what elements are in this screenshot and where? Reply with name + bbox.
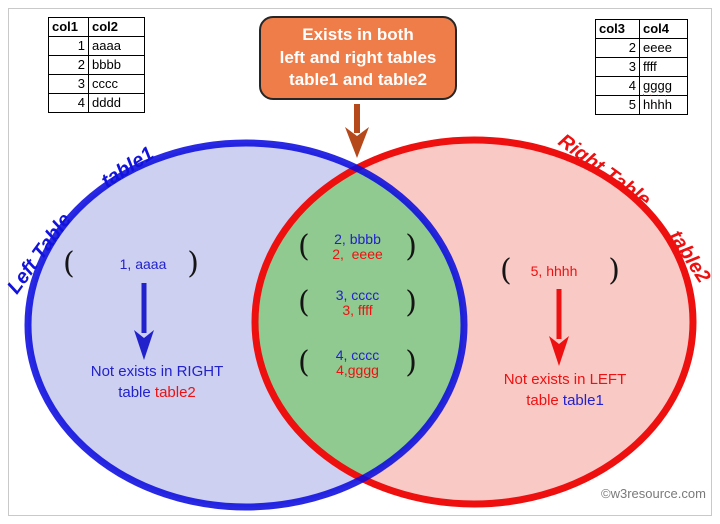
note-line: Not exists in LEFT	[503, 371, 627, 388]
watermark: ©w3resource.com	[601, 486, 706, 501]
callout-line: left and right tables	[279, 47, 437, 67]
left-circle-stroke	[24, 139, 468, 511]
open-paren: (	[63, 246, 75, 281]
close-paren: )	[405, 229, 417, 264]
table-row: 2 bbbb	[48, 55, 145, 75]
close-paren: )	[405, 285, 417, 320]
right-only-tuple: ( 5, hhhh )	[500, 256, 620, 286]
right-circle-stroke	[251, 136, 697, 508]
right-only-note: Not exists in LEFT table table1	[504, 369, 627, 411]
callout-exists-in-both: Exists in both left and right tables tab…	[259, 16, 457, 100]
intersection-tuple-2: ( 3, cccc 3, ffff )	[298, 287, 417, 319]
table2-reference: table2	[154, 384, 196, 401]
left-source-table: col1 col2 1 aaaa 2 bbbb 3 cccc 4 dddd	[48, 17, 145, 113]
intersection-right-value: 3, ffff	[342, 302, 373, 318]
note-line: table table2	[118, 384, 196, 401]
intersection-tuple-3: ( 4, cccc 4,gggg )	[298, 347, 417, 379]
callout-line: table1 and table2	[289, 70, 427, 90]
intersection-tuple-1: ( 2, bbbb 2, eeee )	[298, 231, 417, 263]
intersection-left-value: 3, cccc	[335, 287, 380, 303]
note-line: Not exists in RIGHT	[90, 363, 224, 380]
open-paren: (	[298, 229, 310, 264]
column-header: col4	[639, 19, 688, 39]
note-line: table table1	[526, 392, 604, 409]
callout-down-arrow	[345, 104, 369, 158]
right-only-down-arrow	[549, 289, 569, 366]
figure-border	[8, 8, 712, 516]
left-only-tuple: ( 1, aaaa )	[63, 249, 199, 279]
close-paren: )	[187, 246, 199, 281]
open-paren: (	[500, 253, 512, 288]
open-paren: (	[298, 345, 310, 380]
close-paren: )	[405, 345, 417, 380]
callout-line: Exists in both	[302, 25, 414, 45]
intersection-left-value: 2, bbbb	[334, 231, 381, 247]
table-row: 1 aaaa	[48, 36, 145, 56]
left-only-value: 1, aaaa	[119, 256, 167, 272]
table-row: 4 dddd	[48, 93, 145, 113]
intersection-fill	[255, 143, 464, 504]
table1-reference: table1	[562, 392, 604, 409]
table-row: 5 hhhh	[595, 95, 688, 115]
left-only-down-arrow	[134, 283, 154, 360]
intersection-right-value: 2, eeee	[332, 246, 383, 262]
column-header: col2	[88, 17, 145, 37]
right-only-value: 5, hhhh	[530, 263, 578, 279]
table-row: 2 eeee	[595, 38, 688, 58]
table-row: 4 gggg	[595, 76, 688, 96]
open-paren: (	[298, 285, 310, 320]
left-only-note: Not exists in RIGHT table table2	[91, 361, 224, 403]
right-source-table: col3 col4 2 eeee 3 ffff 4 gggg 5 hhhh	[595, 19, 688, 115]
close-paren: )	[608, 253, 620, 288]
intersection-left-value: 4, cccc	[335, 347, 380, 363]
intersection-right-value: 4,gggg	[336, 362, 379, 378]
